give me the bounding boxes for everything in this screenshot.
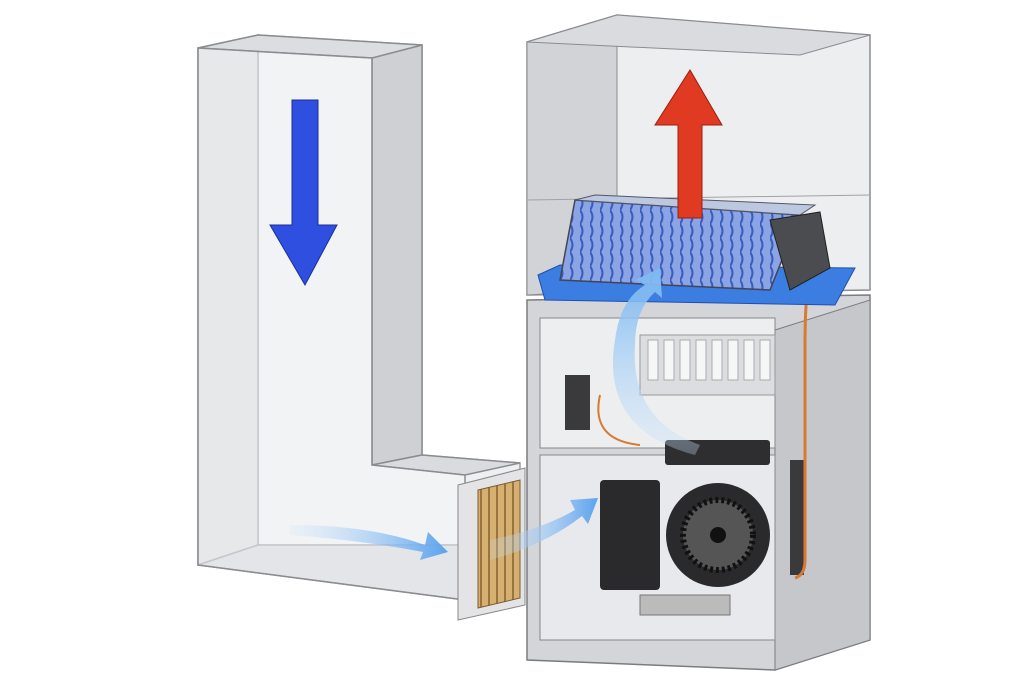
blower-hub <box>710 527 726 543</box>
cold-air-down-arrow-icon <box>269 99 338 287</box>
heat-exchanger <box>639 334 776 396</box>
airflow-arrow-icon <box>490 498 598 560</box>
furnace-cabinet <box>526 264 871 671</box>
side-control <box>790 460 804 575</box>
coil-end-plate <box>769 211 831 291</box>
wire-line <box>597 394 641 446</box>
gas-valve <box>565 375 590 430</box>
blower-mount <box>639 594 731 616</box>
evaporator-coil <box>537 194 856 306</box>
plenum-top <box>526 14 871 56</box>
duct-front-panel <box>197 47 466 601</box>
airflow-arrow-icon <box>612 268 700 455</box>
warm-air-up-arrow-icon <box>654 69 723 219</box>
control-board <box>600 480 660 590</box>
cabinet-side <box>774 299 871 671</box>
airflow-arrow-icon <box>290 525 448 560</box>
return-air-duct <box>197 34 522 601</box>
heat-exchanger-tubes <box>647 339 771 381</box>
duct-right-side <box>371 44 423 466</box>
